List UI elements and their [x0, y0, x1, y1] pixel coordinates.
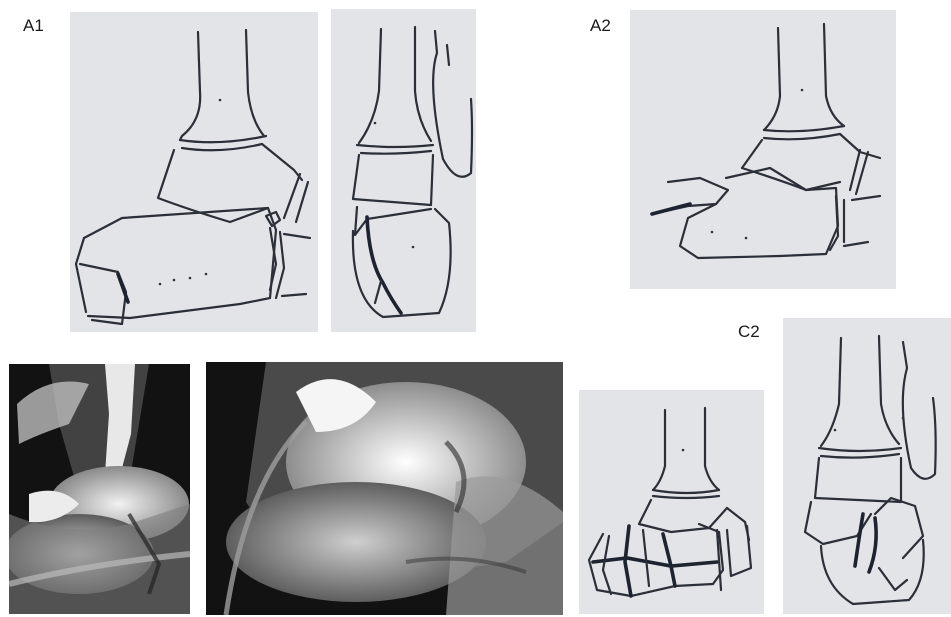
- sketch-a1-ap-drawing: [331, 9, 476, 332]
- xray-lateral-left-image: [9, 364, 190, 614]
- xray-lateral-middle-image: [206, 362, 563, 615]
- xray-lateral-left: [9, 364, 190, 614]
- sketch-lateral-fracture: [579, 390, 764, 614]
- panel-label-a1: A1: [23, 16, 44, 36]
- sketch-a1-ap: [331, 9, 476, 332]
- panel-label-c2: C2: [738, 322, 760, 342]
- sketch-a2-lateral-drawing: [630, 10, 896, 289]
- xray-lateral-middle: [206, 362, 563, 615]
- sketch-a2-lateral: [630, 10, 896, 289]
- sketch-c2-ap: [783, 318, 951, 614]
- sketch-c2-ap-drawing: [783, 318, 951, 614]
- panel-label-a2: A2: [590, 16, 611, 36]
- sketch-a1-lateral: [70, 12, 318, 332]
- sketch-lateral-fracture-drawing: [579, 390, 764, 614]
- sketch-a1-lateral-drawing: [70, 12, 318, 332]
